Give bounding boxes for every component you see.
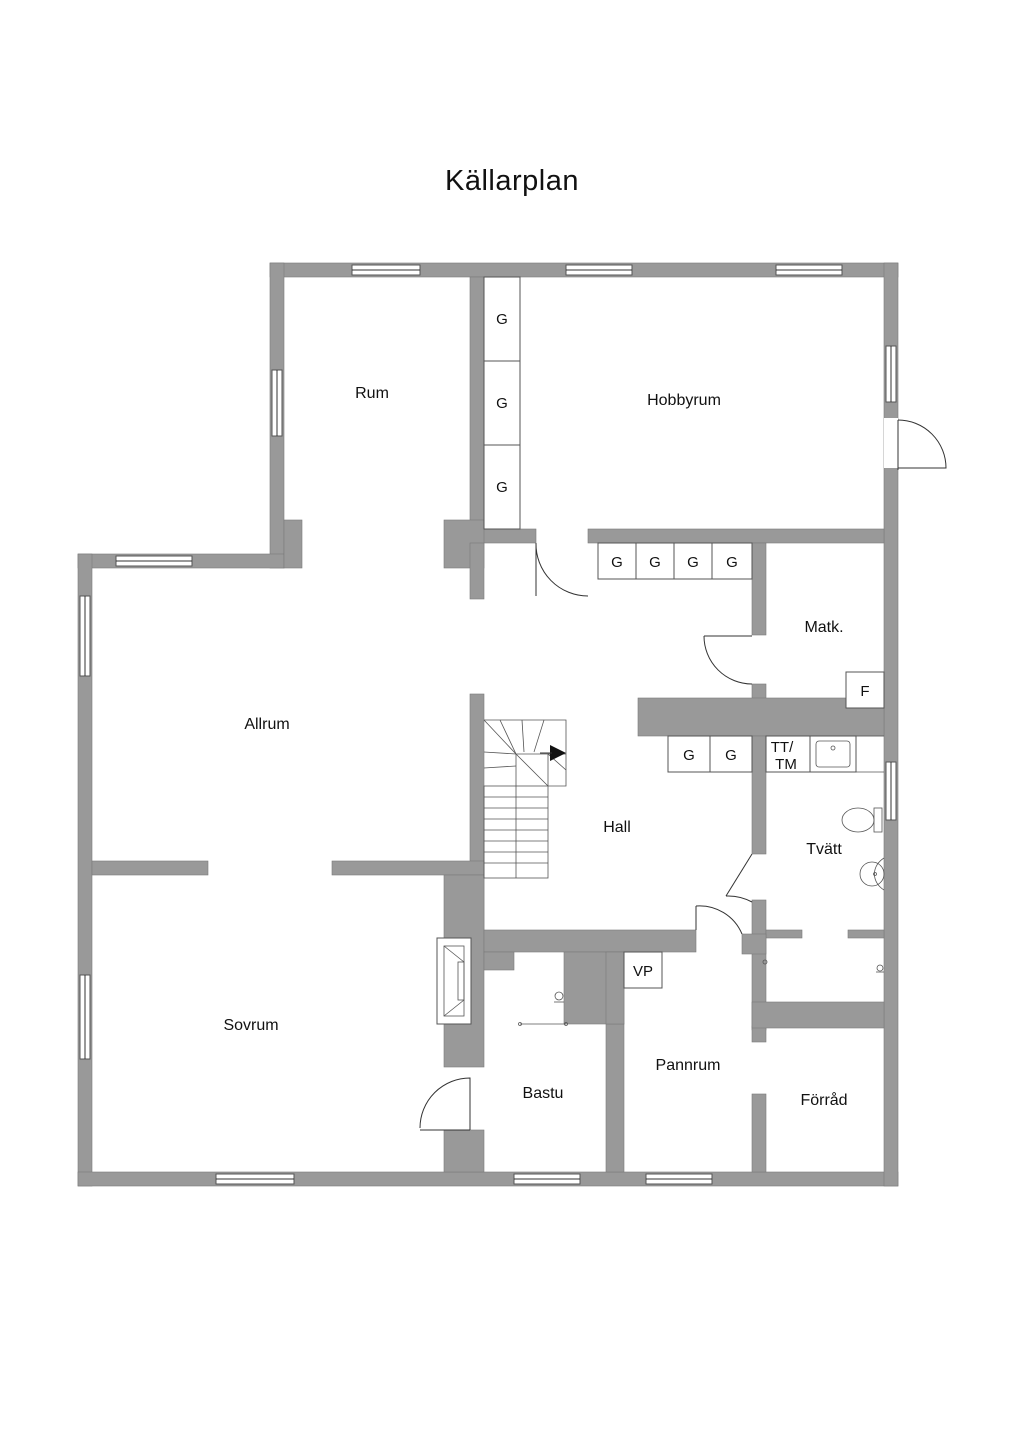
- wardrobe-label: G: [496, 311, 508, 328]
- wardrobe-label: G: [496, 395, 508, 412]
- heat-pump: [623, 951, 663, 989]
- room-label-hobbyrum: Hobbyrum: [647, 392, 721, 409]
- washer-label-line2: TM: [775, 756, 797, 773]
- shower-fixture: [762, 959, 884, 973]
- wardrobe-label: G: [726, 554, 738, 571]
- wardrobe-label: G: [611, 554, 623, 571]
- room-label-bastu: Bastu: [523, 1085, 564, 1102]
- room-label-tvatt: Tvätt: [806, 841, 842, 858]
- room-labels: Rum Hobbyrum Allrum Matk. Hall Tvätt Sov…: [223, 385, 847, 1109]
- fireplace: [436, 937, 472, 1025]
- hall-wardrobes-bottom: G G: [667, 735, 753, 773]
- room-label-rum: Rum: [355, 385, 389, 402]
- utility-sink: [809, 735, 857, 773]
- hall-wardrobes-top: G G G G: [597, 542, 753, 580]
- heat-pump-label: VP: [633, 963, 653, 980]
- room-label-pannrum: Pannrum: [656, 1057, 721, 1074]
- wardrobe-label: G: [649, 554, 661, 571]
- wardrobe-label: G: [725, 747, 737, 764]
- sauna-heater: [518, 991, 568, 1026]
- wardrobe-label: G: [687, 554, 699, 571]
- washer-dryer: [765, 735, 811, 773]
- fridge: [845, 671, 885, 709]
- washer-label-line1: TT/: [771, 739, 794, 756]
- washbasin: [859, 857, 885, 891]
- room-label-hall: Hall: [603, 819, 631, 836]
- windows: [79, 264, 897, 1185]
- room-label-forrad: Förråd: [800, 1091, 847, 1109]
- interior-walls: [91, 276, 885, 1173]
- toilet: [841, 807, 883, 833]
- staircase: [483, 719, 567, 879]
- doors: [419, 418, 947, 1131]
- room-label-allrum: Allrum: [244, 716, 289, 733]
- fridge-label: F: [860, 683, 869, 700]
- plan-title: Källarplan: [445, 165, 579, 197]
- hobbyrum-wardrobes: G G G: [483, 276, 521, 530]
- room-label-sovrum: Sovrum: [223, 1017, 278, 1034]
- wardrobe-label: G: [496, 479, 508, 496]
- room-label-matk: Matk.: [804, 619, 843, 636]
- wardrobe-label: G: [683, 747, 695, 764]
